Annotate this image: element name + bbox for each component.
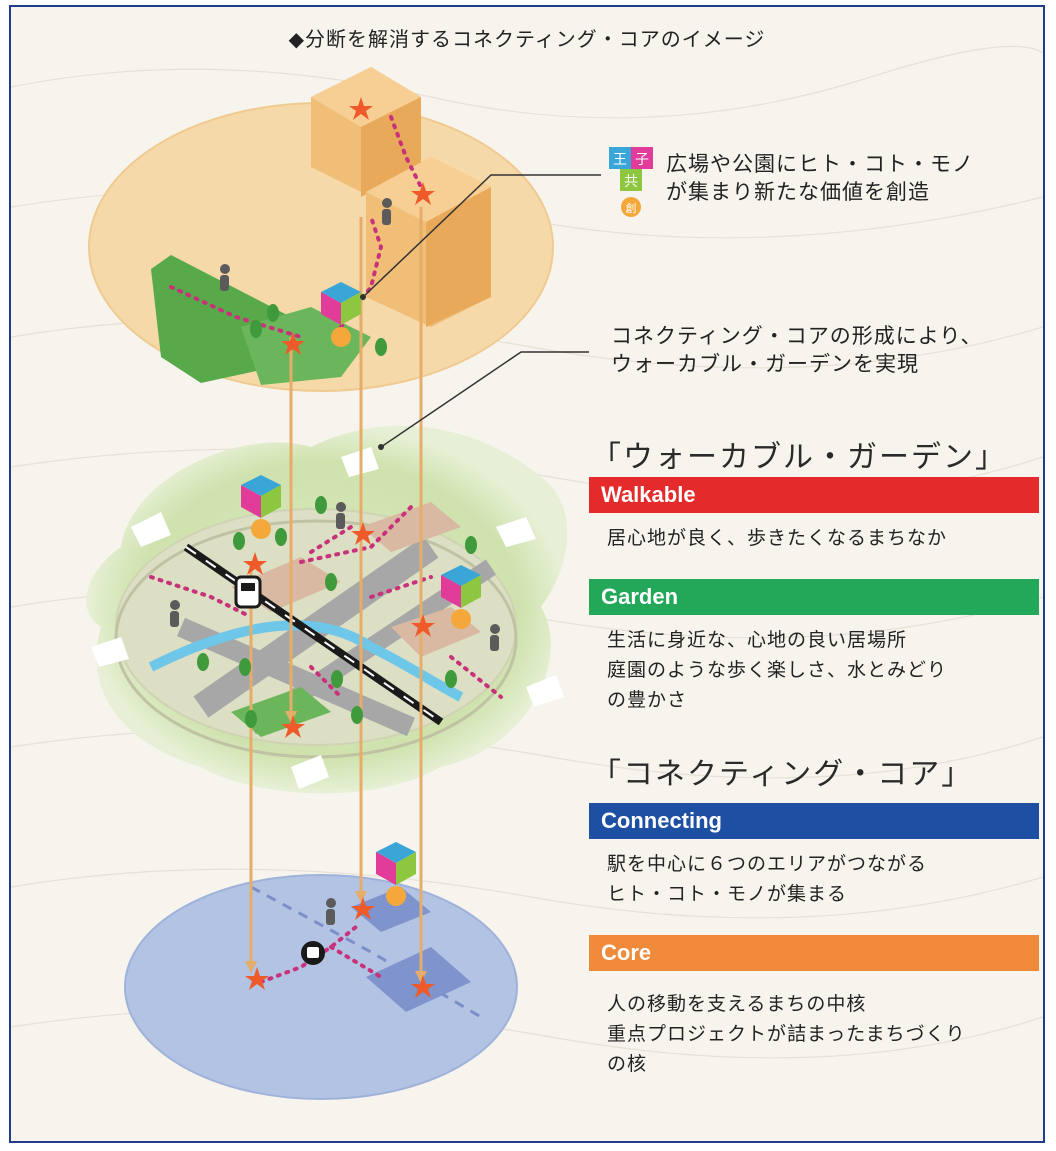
connector-arrowheads xyxy=(245,711,427,983)
star-icon xyxy=(411,975,435,998)
pedestrian-icon xyxy=(326,898,336,925)
pedestrian-icon xyxy=(220,264,230,291)
tree-icon xyxy=(325,573,337,591)
cube-icon xyxy=(321,282,361,347)
diagram-frame: 王 子 共 創 ◆分断を解消するコネクティング・コアのイメージ 広場や公園にヒト… xyxy=(9,5,1045,1143)
desc-core-line-1: 人の移動を支えるまちの中核 xyxy=(607,993,867,1015)
bar-connecting: Connecting xyxy=(589,803,1039,839)
star-icon xyxy=(351,897,375,920)
desc-core-line-2: 重点プロジェクトが詰まったまちづくり xyxy=(607,1023,966,1045)
note-top-line-2: が集まり新たな価値を創造 xyxy=(666,180,930,204)
desc-walkable-line-1: 居心地が良く、歩きたくなるまちなか xyxy=(607,527,948,549)
star-icon xyxy=(243,552,267,575)
tree-icon xyxy=(445,670,457,688)
tree-icon xyxy=(267,304,279,322)
star-icon xyxy=(281,715,305,738)
tree-icon xyxy=(315,496,327,514)
star-icon xyxy=(351,522,375,545)
desc-garden-line-3: の豊かさ xyxy=(607,689,688,711)
tree-icon xyxy=(233,532,245,550)
bar-walkable: Walkable xyxy=(589,477,1039,513)
star-icon xyxy=(349,97,373,120)
note-top: 広場や公園にヒト・コト・モノ が集まり新たな価値を創造 xyxy=(666,150,974,206)
star-icon xyxy=(281,332,305,355)
arrow-icon xyxy=(91,447,564,789)
cube-icon xyxy=(241,475,281,539)
cube-icon xyxy=(376,842,416,906)
cube-icon xyxy=(441,565,481,629)
logo-char-1: 王 xyxy=(613,152,627,168)
illustration: 王 子 共 創 xyxy=(86,67,653,1100)
desc-walkable: 居心地が良く、歩きたくなるまちなか xyxy=(607,523,947,553)
station-icon xyxy=(301,941,325,965)
bar-core: Core xyxy=(589,935,1039,971)
star-icon xyxy=(411,182,435,205)
star-icon xyxy=(245,967,269,990)
pedestrian-icon xyxy=(170,600,180,627)
connector-lines xyxy=(249,207,423,977)
walking-route-middle xyxy=(149,505,503,699)
heading-connecting-core: 「コネクティング・コア」 xyxy=(591,757,974,792)
tree-icon xyxy=(250,320,262,338)
note-middle-line-2: ウォーカブル・ガーデンを実現 xyxy=(611,352,919,376)
tree-icon xyxy=(465,536,477,554)
desc-connecting-line-1: 駅を中心に６つのエリアがつながる xyxy=(607,853,928,875)
logo-char-4: 創 xyxy=(626,201,637,215)
tree-icon xyxy=(275,528,287,546)
bottom-layer-disc xyxy=(124,874,518,1100)
pedestrian-icon xyxy=(336,502,346,529)
tree-icon xyxy=(351,706,363,724)
tree-icon xyxy=(239,658,251,676)
tree-icon xyxy=(197,653,209,671)
tree-icon xyxy=(375,338,387,356)
tree-icon xyxy=(245,710,257,728)
oji-kyoso-logo: 王 子 共 創 xyxy=(609,147,653,217)
bar-garden: Garden xyxy=(589,579,1039,615)
note-top-line-1: 広場や公園にヒト・コト・モノ xyxy=(666,152,974,176)
pedestrian-icon xyxy=(490,624,500,651)
logo-char-2: 子 xyxy=(635,152,649,168)
note-middle-line-1: コネクティング・コアの形成により、 xyxy=(611,324,983,348)
train-icon xyxy=(234,575,262,609)
middle-layer-disc xyxy=(86,425,568,794)
walking-route-bottom xyxy=(259,925,383,984)
tree-icon xyxy=(331,670,343,688)
logo-char-3: 共 xyxy=(624,174,638,190)
note-middle: コネクティング・コアの形成により、 ウォーカブル・ガーデンを実現 xyxy=(611,322,982,378)
desc-core: 人の移動を支えるまちの中核 重点プロジェクトが詰まったまちづくり の核 xyxy=(607,989,966,1079)
desc-garden: 生活に身近な、心地の良い居場所 庭園のような歩く楽しさ、水とみどり の豊かさ xyxy=(607,625,947,715)
callout-lines xyxy=(362,174,601,448)
star-icon xyxy=(411,614,435,637)
pedestrian-icon xyxy=(382,198,392,225)
desc-garden-line-1: 生活に身近な、心地の良い居場所 xyxy=(607,629,908,651)
diagram-title: ◆分断を解消するコネクティング・コアのイメージ xyxy=(288,27,766,51)
desc-core-line-3: の核 xyxy=(607,1053,648,1075)
desc-connecting: 駅を中心に６つのエリアがつながる ヒト・コト・モノが集まる xyxy=(607,849,927,909)
desc-connecting-line-2: ヒト・コト・モノが集まる xyxy=(607,883,848,905)
desc-garden-line-2: 庭園のような歩く楽しさ、水とみどり xyxy=(607,659,948,681)
heading-walkable-garden: 「ウォーカブル・ガーデン」 xyxy=(591,440,1007,475)
